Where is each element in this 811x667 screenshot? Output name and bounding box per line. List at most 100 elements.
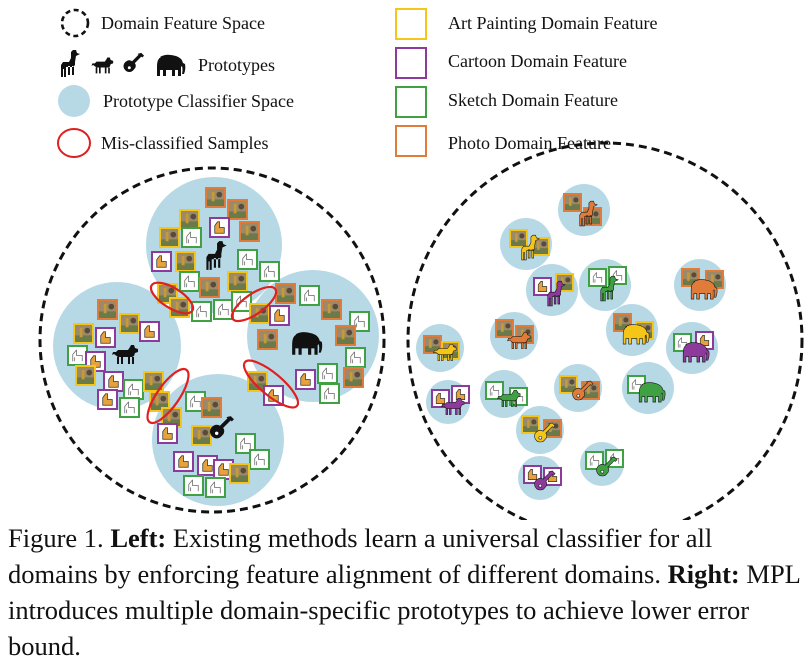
sample-tile (103, 371, 124, 392)
left-sample-tiles (67, 187, 370, 498)
sample-tile (173, 451, 194, 472)
sample-tile (295, 369, 316, 390)
sample-tile (159, 227, 180, 248)
sample-tile (191, 425, 212, 446)
sample-tile (213, 299, 234, 320)
elephant-icon (157, 54, 186, 76)
sample-tile (495, 319, 514, 338)
sample-tile (119, 397, 140, 418)
legend-art-swatch (395, 8, 427, 40)
sample-tile (605, 449, 624, 468)
sample-tile (317, 363, 338, 384)
sample-tile (543, 467, 562, 486)
sample-tile (199, 277, 220, 298)
sample-tile (563, 193, 582, 212)
sample-tile (269, 305, 290, 326)
misclassified-ellipse (242, 359, 300, 409)
sample-tile (119, 313, 140, 334)
legend-prototypes-label: Prototypes (198, 55, 275, 75)
sample-tile (321, 299, 342, 320)
caption-left-text: Existing methods learn a universal class… (8, 523, 713, 589)
sample-tile (249, 449, 270, 470)
sample-tile (247, 371, 268, 392)
sample-tile (97, 299, 118, 320)
sample-tile (509, 229, 528, 248)
misclassified-ellipse (149, 281, 195, 315)
misclassified-ellipse (230, 285, 278, 323)
misclassified-regions (146, 281, 300, 425)
sample-tile (585, 451, 604, 470)
sample-tile (345, 347, 366, 368)
sample-tile (275, 283, 296, 304)
caption-left-label: Left: (110, 523, 167, 553)
prototype-cluster (554, 364, 602, 412)
misclassified-ellipse (146, 367, 190, 425)
caption-right-text: MPL introduces multiple domain-specific … (8, 559, 800, 661)
sample-tile (229, 463, 250, 484)
figure-caption: Figure 1. Left: Existing methods learn a… (8, 520, 808, 664)
sample-tile (75, 365, 96, 386)
sample-tile (231, 291, 252, 312)
sample-tile (533, 277, 552, 296)
sample-tile (139, 321, 160, 342)
legend-photo-swatch (395, 125, 427, 157)
sample-tile (235, 433, 256, 454)
sample-tile (191, 301, 212, 322)
sample-tile (205, 477, 226, 498)
guitar-icon (123, 52, 145, 73)
sample-tile (179, 209, 200, 230)
sample-tile (73, 323, 94, 344)
legend-prototype-icons (61, 50, 186, 77)
prototype-cluster (666, 322, 718, 374)
sample-tile (521, 415, 540, 434)
sample-tile (555, 273, 574, 292)
caption-right-label: Right: (667, 559, 740, 589)
prototype-cluster (579, 259, 631, 311)
sample-tile (613, 313, 632, 332)
prototype-cluster (516, 406, 564, 454)
legend-sketch-label: Sketch Domain Feature (448, 90, 618, 110)
sample-tile (157, 423, 178, 444)
legend-misclassified-swatch (57, 128, 91, 158)
sample-tile (299, 285, 320, 306)
legend-cartoon-label: Cartoon Domain Feature (448, 51, 627, 71)
sample-tile (515, 325, 534, 344)
sample-tile (227, 199, 248, 220)
prototype-cluster (518, 456, 562, 500)
sample-tile (431, 389, 450, 408)
sample-tile (97, 389, 118, 410)
sample-tile (205, 187, 226, 208)
sample-tile (201, 397, 222, 418)
sample-tile (183, 475, 204, 496)
legend-photo-label: Photo Domain Feature (448, 133, 611, 153)
sample-tile (335, 325, 356, 346)
sample-tile (263, 385, 284, 406)
sample-tile (349, 311, 370, 332)
left-domain-boundary (38, 166, 386, 514)
sample-tile (181, 227, 202, 248)
figure-diagram: Domain Feature Space Prototypes Prototyp… (38, 8, 804, 520)
sample-tile (237, 249, 258, 270)
legend-classifier-space-label: Prototype Classifier Space (103, 91, 294, 111)
prototype-cluster (490, 312, 538, 360)
sample-tile (149, 391, 170, 412)
giraffe-icon (61, 50, 80, 77)
sample-tile (319, 383, 340, 404)
left-domain-feature-space (38, 166, 386, 514)
sample-tile (543, 419, 562, 438)
sample-tile (151, 251, 172, 272)
sample-tile (523, 465, 542, 484)
legend-cartoon-swatch (395, 47, 427, 79)
sample-tile (588, 268, 607, 287)
sample-tile (559, 375, 578, 394)
sample-tile (67, 345, 88, 366)
sample-tile (175, 251, 196, 272)
prototype-cluster (622, 362, 674, 414)
sample-tile (227, 271, 248, 292)
prototype-cluster (480, 370, 528, 418)
legend: Domain Feature Space Prototypes Prototyp… (57, 8, 657, 158)
right-prototype-clusters (416, 184, 726, 500)
sample-tile (259, 261, 280, 282)
prototype-cluster (558, 184, 610, 236)
legend-misclassified-label: Mis-classified Samples (101, 133, 268, 153)
